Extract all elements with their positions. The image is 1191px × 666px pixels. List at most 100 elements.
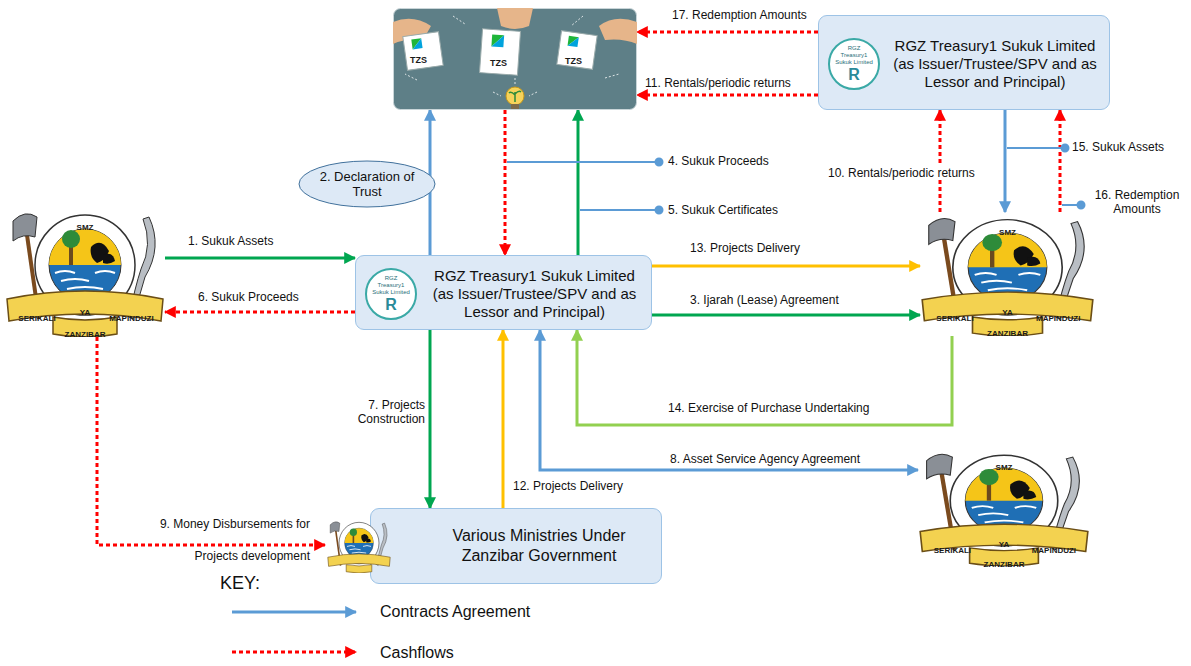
contract-arrow [577,110,580,255]
text-anchor: TZS [410,55,427,65]
text-anchor: YA [85,301,95,319]
text-anchor: 3. Ijarah (Lease) Agreement [690,293,839,307]
currency-label: TZS [410,55,427,65]
text-anchor: SERIKALI [952,539,989,557]
text-anchor: 1. Sukuk Assets [188,234,273,248]
spv-box: RGZ Treasury1 Sukuk LimitedRRGZ Treasury… [818,15,1110,110]
edge-label: 1. Sukuk Assets [188,234,273,248]
emblem-text: MAPINDUZI [1036,314,1080,323]
logo-ring-text: RGZ Treasury1 Sukuk Limited [834,45,874,66]
cashflow-arrow [97,337,325,545]
government-emblem: SMZSERIKALIYAMAPINDUZIZANZIBAR [5,207,165,337]
text-anchor: MAPINDUZI [131,307,175,325]
text-anchor: 4. Sukuk Proceeds [668,154,769,168]
leader-dot [1078,202,1085,209]
text-anchor: MAPINDUZI [1058,307,1102,325]
leader-line [507,161,655,163]
government-emblem: SMZ SERIKALI YA MAPINDUZI ZANZIBAR [920,212,1095,336]
emblem-text: ZANZIBAR [987,329,1028,338]
text-anchor: SERIKALI [37,307,74,325]
emblem-text: SERIKALI [934,546,971,555]
ministries-rect [370,508,662,584]
emblem-text: MAPINDUZI [1032,546,1076,555]
text-anchor: 6. Sukuk Proceeds [198,290,299,304]
emblem-text: SMZ [999,228,1016,237]
edge-label: 17. Redemption Amounts [672,8,807,22]
ministries-title: Various Ministries Under Zanzibar Govern… [425,526,653,566]
edge-label: 8. Asset Service Agency Agreement [670,452,860,466]
currency-label: TZS [565,56,582,66]
leader-line [580,209,655,211]
text-anchor: SERIKALI [955,307,992,325]
text-anchor: 9. Money Disbursements for Projects deve… [150,508,310,572]
spv-logo: RGZ Treasury1 Sukuk LimitedR [828,38,880,90]
emblem-text: SERIKALI [936,314,973,323]
box-title: RGZ Treasury1 Sukuk Limited (as Issuer/T… [887,37,1103,91]
text-anchor: Contracts Agreement [380,603,530,621]
ministries-box: Various Ministries Under Zanzibar Govern… [325,508,662,584]
contract-arrow [652,314,920,317]
text-anchor: 14. Exercise of Purchase Undertaking [668,401,869,415]
edge-label: 16. Redemption Amounts [1088,188,1186,216]
emblem-text: MAPINDUZI [109,314,153,323]
emblem-text: ZANZIBAR [984,560,1025,569]
text-anchor: 15. Sukuk Assets [1072,140,1164,154]
edge-label: 15. Sukuk Assets [1072,140,1164,154]
text-anchor: 7. Projects Construction [330,398,425,426]
text-anchor: ZANZIBAR [1004,553,1045,571]
emblem-text: YA [1002,308,1012,317]
text-anchor: TZS [565,56,582,66]
leader-line [1062,204,1077,206]
contract-arrow [577,330,952,425]
text-anchor: MAPINDUZI [1054,539,1098,557]
text-anchor: 10. Rentals/periodic returns [826,163,977,181]
cashflow-arrow [637,94,818,97]
text-anchor: YA [1008,301,1018,319]
contract-arrow [540,330,918,470]
legend-heading: KEY: [220,573,260,594]
edge-label: 9. Money Disbursements for Projects deve… [150,508,310,572]
cashflow-arrow [637,31,818,34]
text-anchor: YA [1004,533,1014,551]
emblem-text: SMZ [77,223,94,232]
cashflow-arrow [504,110,507,255]
leader-dot [1062,145,1069,152]
edge-label: 10. Rentals/periodic returns [826,166,977,180]
logo-letter: R [385,296,397,313]
currency-label: TZS [490,58,507,68]
leader-line [1007,147,1061,149]
legend-sample-cashflow [232,651,356,654]
box-title: RGZ Treasury1 Sukuk Limited (as Issuer/T… [424,267,645,321]
contract-arrow [652,265,920,268]
edge-label: 5. Sukuk Certificates [668,203,778,217]
spv-box: RGZ Treasury1 Sukuk LimitedRRGZ Treasury… [355,255,652,330]
text-anchor: Cashflows [380,644,454,662]
text-anchor: TZS [490,58,507,68]
edge-label: 13. Projects Delivery [690,241,800,255]
emblem-text: SMZ [996,463,1013,472]
text-anchor: KEY: [220,573,260,594]
cashflow-arrow [1059,110,1062,212]
legend-sample-contract [232,611,356,614]
edge-label: 14. Exercise of Purchase Undertaking [668,401,869,415]
text-anchor: 16. Redemption Amounts [1088,188,1186,216]
spv-logo: RGZ Treasury1 Sukuk LimitedR [365,268,417,320]
text-anchor: 12. Projects Delivery [513,479,623,493]
text-anchor: SMZ [1008,221,1025,239]
contract-arrow [1004,110,1007,212]
text-anchor: 17. Redemption Amounts [672,8,807,22]
edge-label: 12. Projects Delivery [513,479,623,493]
leader-dot [656,207,663,214]
cashflow-arrow [939,110,942,212]
edge-label: 11. Rentals/periodic returns [645,76,791,90]
contract-arrow [165,257,355,260]
contract-arrow [502,330,505,508]
text-anchor: ZANZIBAR [85,323,126,341]
text-anchor: SMZ [85,216,102,234]
edge-label: 3. Ijarah (Lease) Agreement [690,293,839,307]
legend-text: Contracts Agreement [380,603,530,621]
text-anchor: 13. Projects Delivery [690,241,800,255]
cashflow-arrow [165,311,355,314]
text-anchor: SMZ [1004,456,1021,474]
legend-text: Cashflows [380,644,454,662]
